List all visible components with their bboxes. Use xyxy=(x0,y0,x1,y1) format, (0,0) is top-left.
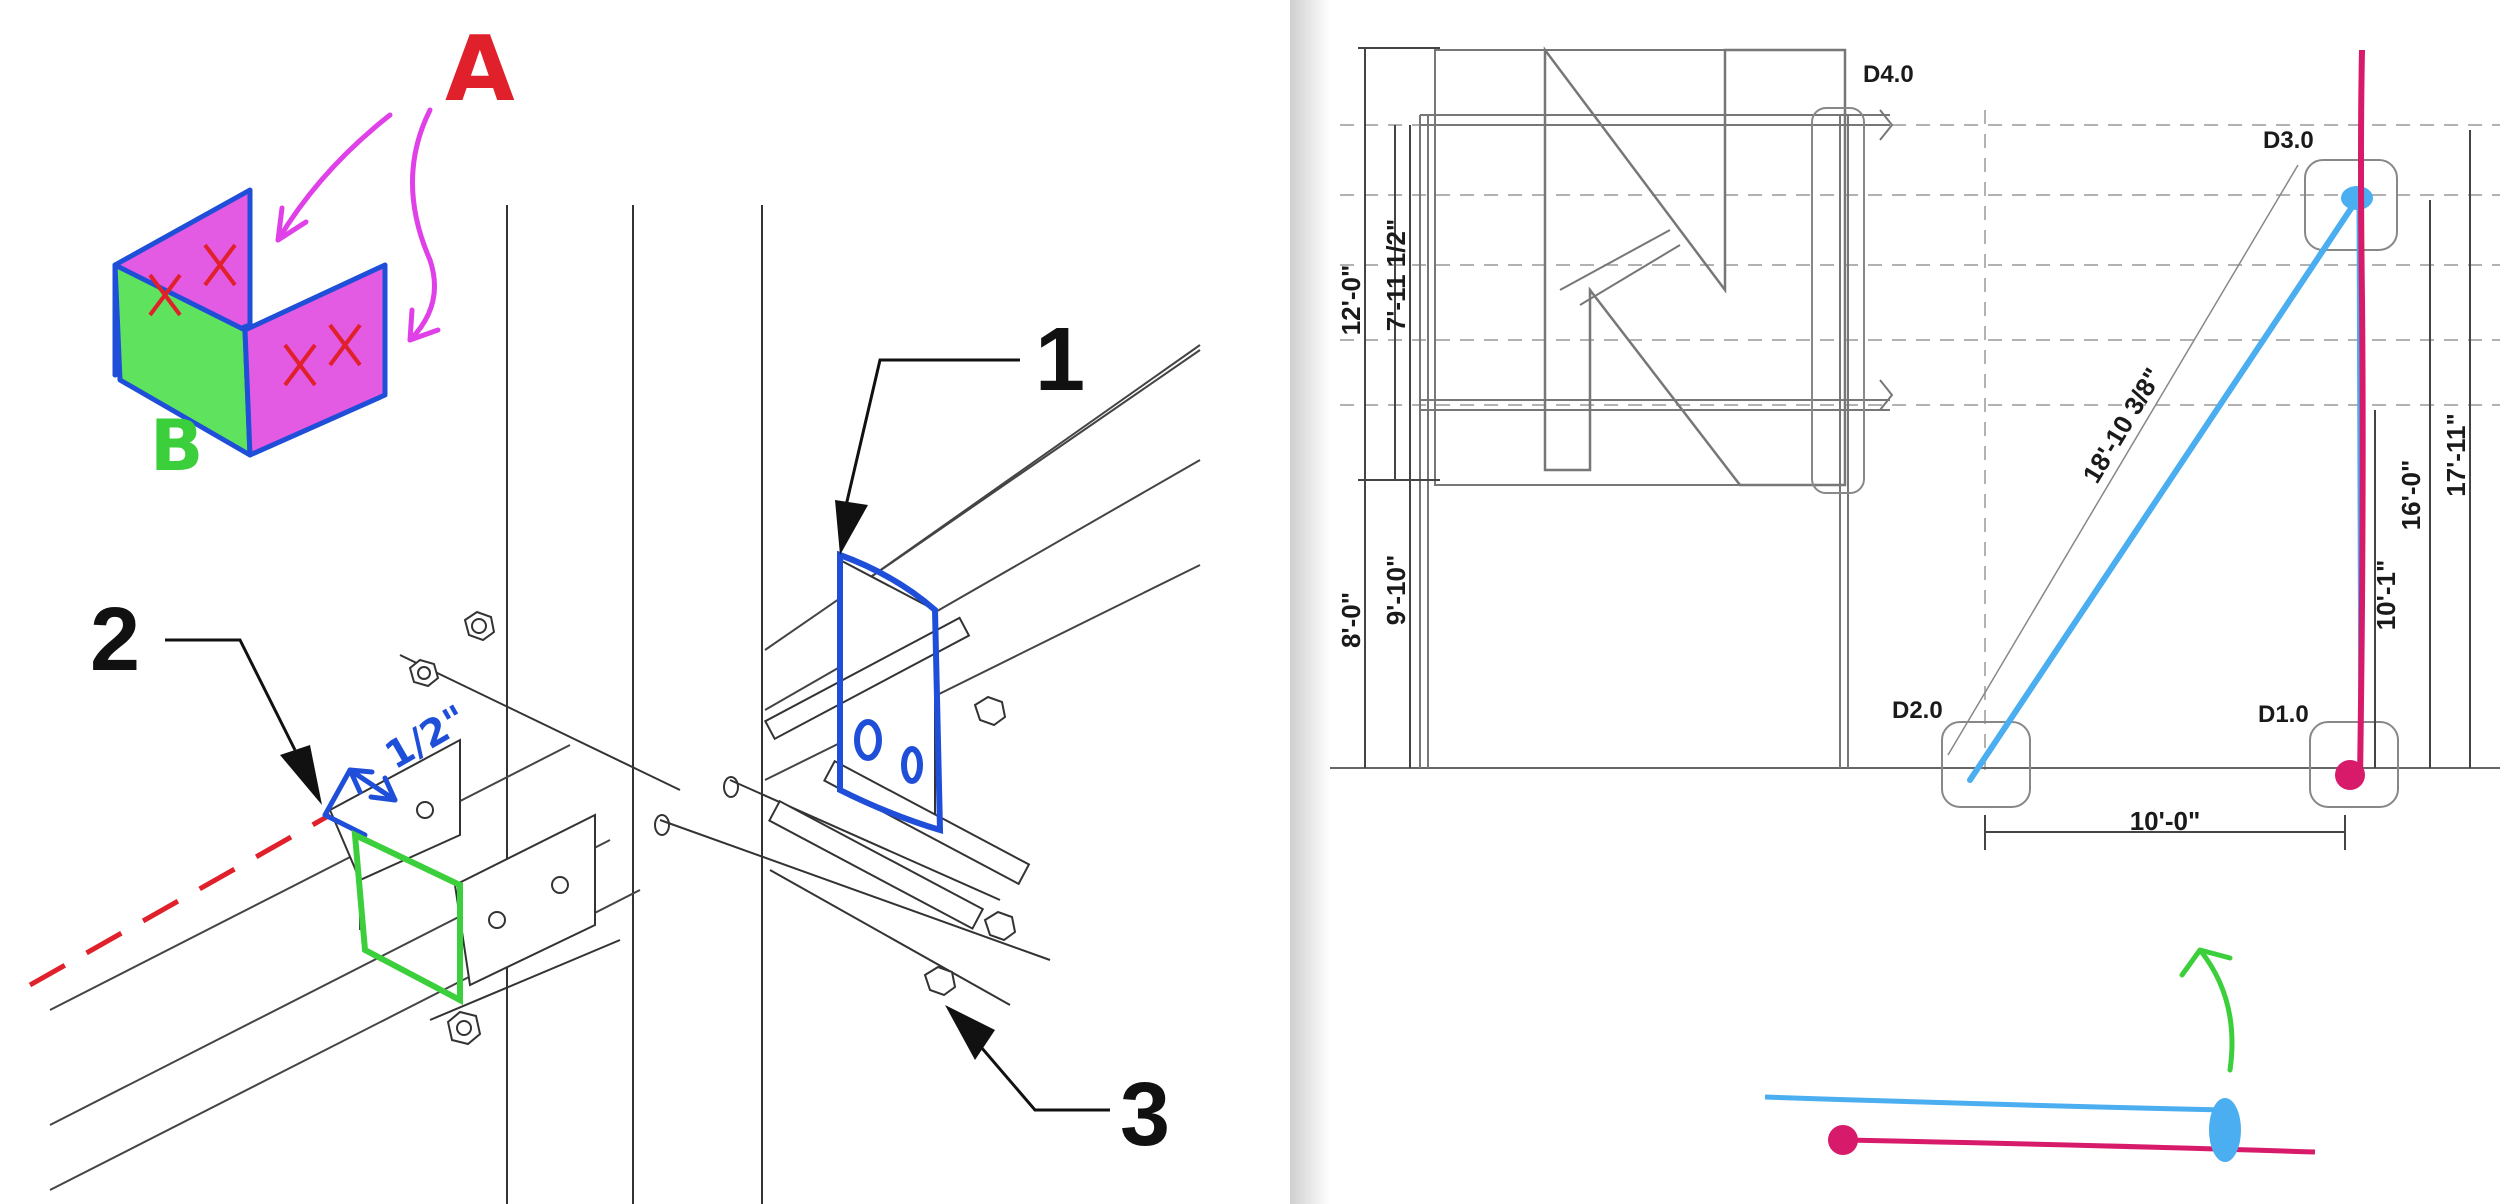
bolts xyxy=(399,610,1051,1046)
left-bracket-plate xyxy=(328,738,596,987)
callout-1-label: 1 xyxy=(1035,310,1085,410)
callout-3-label: 3 xyxy=(1120,1065,1170,1165)
rotate-arrow xyxy=(2179,947,2235,1073)
annotation-b-text: B xyxy=(150,405,203,487)
d4-ticks xyxy=(1879,109,1894,411)
callout-3: 3 xyxy=(945,1005,1170,1165)
dim-right-2: 16'-0" xyxy=(2396,460,2426,531)
dim-left-1: 12'-0" xyxy=(1336,265,1366,336)
dim-left-4: 9'-10" xyxy=(1381,555,1411,626)
dim-bottom: 10'-0" xyxy=(2130,806,2201,836)
bottom-sketch xyxy=(1764,947,2316,1162)
dim-right-3: 17'-11" xyxy=(2441,413,2471,497)
annotation-b: B xyxy=(150,405,203,487)
vertical-posts xyxy=(506,205,763,1204)
spacing-markup xyxy=(322,767,398,838)
node-label-d4: D4.0 xyxy=(1863,61,1914,88)
annotation-a: A xyxy=(445,17,515,122)
sketch-cyan-end xyxy=(2209,1098,2241,1162)
sketch-face-a-right xyxy=(242,262,388,458)
dim-left-3: 8'-0" xyxy=(1336,592,1366,648)
right-panel: 12'-0" 7'-11 1/2" 8'-0" 9'-10" 10'-1" 16… xyxy=(1330,0,2500,1204)
crimson-node-d1 xyxy=(2335,760,2365,790)
annotation-a-text: A xyxy=(445,17,515,122)
node-label-d1: D1.0 xyxy=(2258,701,2309,728)
dim-right-1: 10'-1" xyxy=(2371,560,2401,631)
cyan-diagonal-member xyxy=(1967,195,2361,783)
right-dimension-lines xyxy=(1984,130,2471,850)
callout-2-label: 2 xyxy=(90,590,140,690)
callout-2: 2 xyxy=(90,590,322,805)
dim-left-2: 7'-11 1/2" xyxy=(1381,219,1411,331)
left-dimension-lines xyxy=(1358,47,1440,768)
blue-plate-outline xyxy=(837,550,944,835)
crimson-vertical-member xyxy=(2357,49,2366,781)
cyan-node-d3 xyxy=(2341,186,2373,210)
bracket-sketch xyxy=(112,187,388,458)
node-label-d2: D2.0 xyxy=(1892,697,1943,724)
node-boxes xyxy=(1811,107,2399,808)
sketch-x-marks xyxy=(148,243,362,387)
left-panel: A B 1/2" 1 xyxy=(28,17,1201,1204)
node-label-d3: D3.0 xyxy=(2263,127,2314,154)
diagonal-dimension xyxy=(1947,164,2299,756)
callout-1: 1 xyxy=(835,310,1085,555)
magenta-arrows xyxy=(275,107,441,343)
sketch-cyan-line xyxy=(1764,1094,2226,1113)
sketch-crimson-line xyxy=(1844,1137,2316,1155)
red-dashed-line xyxy=(28,812,332,988)
green-face-outline xyxy=(351,830,463,1005)
panel-divider xyxy=(1290,0,1330,1204)
sketch-crimson-end xyxy=(1828,1125,1858,1155)
